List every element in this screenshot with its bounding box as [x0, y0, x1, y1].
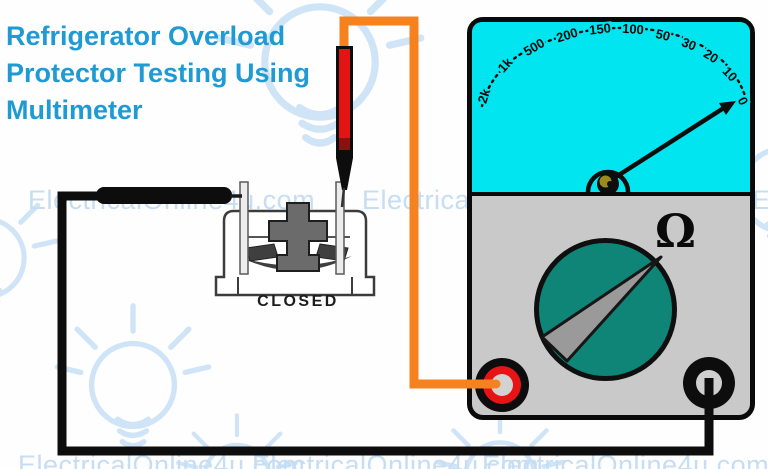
orange-test-lead: [339, 16, 501, 389]
terminal-pin-left: [239, 181, 249, 275]
ohm-symbol: Ω: [655, 204, 696, 258]
orange-wire-end: [491, 379, 501, 389]
red-probe-body: [339, 49, 350, 150]
terminal-pin-right: [335, 181, 345, 275]
red-probe-grip: [339, 138, 350, 150]
orange-wire: [339, 16, 494, 389]
needle-pivot-arc: [585, 169, 631, 192]
protector-state-label: CLOSED: [257, 293, 339, 310]
black-wire: [57, 191, 714, 456]
overload-protector: CLOSED: [214, 181, 376, 310]
watermark-text: ElectricalOnline4u.com: [752, 185, 768, 215]
multimeter-body: 2k 1k 500 200 150 100 50 30 20 10 0 Ω: [467, 17, 755, 420]
protector-plunger: [268, 202, 328, 272]
meter-needle: [606, 102, 732, 184]
range-dial[interactable]: [528, 232, 683, 387]
meter-needle-arrowhead: [719, 101, 736, 115]
title-line-1: Refrigerator Overload: [6, 21, 286, 51]
black-probe-body[interactable]: [96, 187, 232, 204]
red-probe-tip: [340, 187, 346, 208]
needle-pivot-screw-slot: [607, 181, 613, 187]
black-test-lead: [57, 187, 714, 456]
title-line-3: Multimeter: [6, 95, 143, 125]
positive-jack-socket: [491, 374, 513, 396]
positive-jack[interactable]: [475, 358, 529, 412]
page-title: Refrigerator Overload Protector Testing …: [6, 18, 366, 129]
bimetal-disc: [242, 256, 352, 271]
multimeter-display: 2k 1k 500 200 150 100 50 30 20 10 0: [472, 20, 751, 196]
red-probe[interactable]: [336, 46, 353, 208]
dial-pointer: [540, 255, 663, 363]
title-line-2: Protector Testing Using: [6, 58, 311, 88]
